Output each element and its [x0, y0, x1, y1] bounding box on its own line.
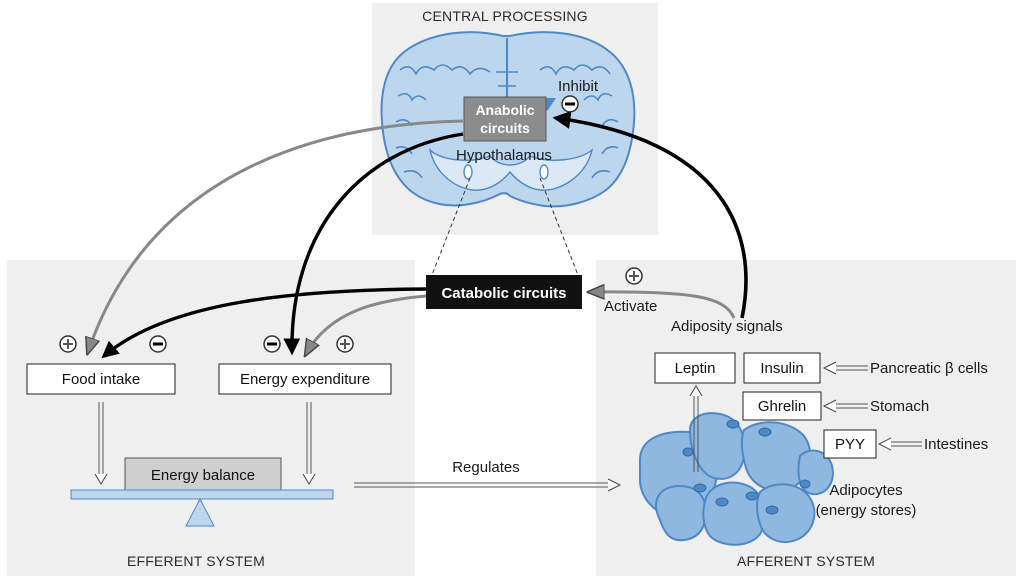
regulates-arrow	[354, 478, 622, 492]
regulates-label: Regulates	[452, 459, 520, 476]
energy-expenditure-down-arrow	[302, 402, 316, 485]
energy-balance-box	[124, 457, 282, 491]
adiposity-to-anabolic-arrow	[552, 111, 748, 319]
hypothalamus-label: Hypothalamus	[456, 147, 552, 164]
afferent-panel-title: AFFERENT SYSTEM	[737, 553, 875, 569]
energy-expenditure-label: Energy expenditure	[240, 371, 370, 388]
pancreatic-label: Pancreatic β cells	[870, 360, 988, 377]
ghrelin-box	[742, 391, 822, 421]
energy-expenditure-plus-sign	[336, 335, 354, 353]
stomach-to-ghrelin-arrow	[822, 399, 868, 413]
activate-plus-sign	[625, 267, 643, 285]
anabolic-circuits-box	[463, 96, 547, 142]
adiposity-to-catabolic-arrow	[590, 292, 736, 319]
central-panel-title: CENTRAL PROCESSING	[422, 8, 588, 24]
anabolic-to-food-intake-arrow	[88, 119, 464, 352]
pyy-box	[823, 429, 877, 459]
balance-fulcrum	[185, 497, 215, 527]
adipocytes-label-line1: Adipocytes	[829, 482, 902, 499]
catabolic-circuits-box	[426, 275, 582, 309]
adiposity-signals-label: Adiposity signals	[671, 318, 783, 335]
pyy-label: PYY	[835, 436, 865, 453]
food-intake-minus-sign	[149, 335, 167, 353]
anabolic-label-line1: Anabolic	[475, 102, 534, 118]
adipocyte-nuclei	[682, 419, 811, 515]
zoom-line-left	[431, 177, 471, 276]
activate-label: Activate	[604, 298, 657, 315]
catabolic-label: Catabolic circuits	[441, 285, 566, 302]
catabolic-to-food-intake-arrow	[101, 287, 427, 359]
food-intake-down-arrow	[94, 402, 108, 485]
anabolic-to-energy-expenditure-arrow	[283, 132, 464, 356]
efferent-panel-title: EFFERENT SYSTEM	[127, 553, 265, 569]
energy-expenditure-minus-sign	[263, 335, 281, 353]
food-intake-label: Food intake	[62, 371, 140, 388]
catabolic-to-energy-expenditure-arrow	[306, 294, 427, 354]
balance-beam	[70, 489, 334, 500]
insulin-label: Insulin	[760, 360, 803, 377]
pancreatic-to-insulin-arrow	[822, 361, 868, 375]
inhibit-label: Inhibit	[558, 78, 599, 95]
stomach-label: Stomach	[870, 398, 929, 415]
leptin-box	[654, 352, 736, 384]
food-intake-box	[26, 363, 176, 395]
zoom-line-right	[539, 177, 579, 276]
adipocytes-label-line2: (energy stores)	[816, 502, 917, 519]
adipocyte-to-leptin-arrow	[689, 385, 703, 472]
ghrelin-label: Ghrelin	[758, 398, 806, 415]
inhibit-minus-sign	[561, 95, 579, 113]
energy-balance-label: Energy balance	[151, 467, 255, 484]
food-intake-plus-sign	[59, 335, 77, 353]
intestines-to-pyy-arrow	[877, 437, 922, 451]
energy-expenditure-box	[218, 363, 392, 395]
anabolic-label-line2: circuits	[480, 120, 530, 136]
insulin-box	[743, 352, 821, 384]
intestines-label: Intestines	[924, 436, 988, 453]
leptin-label: Leptin	[675, 360, 716, 377]
